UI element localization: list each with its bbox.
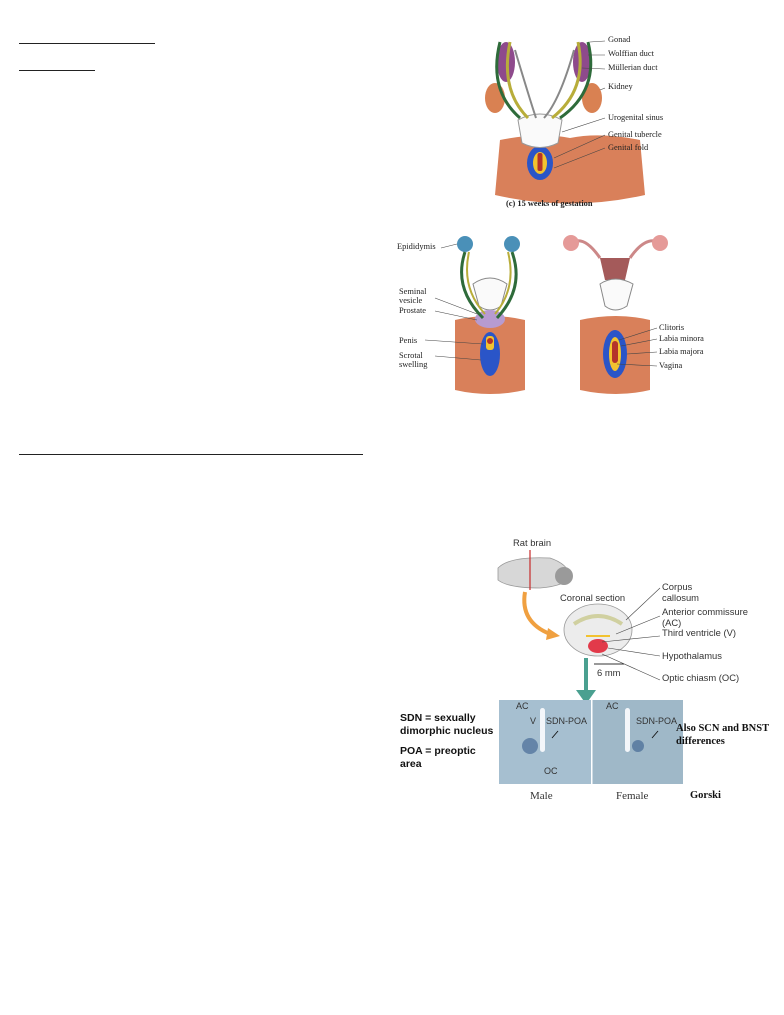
figure-adult-anatomy: Epididymis Seminal vesicle Prostate Peni… (395, 228, 704, 398)
note-scn-bnst: Also SCN and BNST differences (676, 723, 769, 748)
label-genital-fold: Genital fold (608, 143, 649, 152)
label-coronal-section: Coronal section (560, 592, 626, 603)
label-female: Female (616, 790, 649, 802)
label-mullerian-duct: Müllerian duct (608, 63, 658, 72)
label-seminal-vesicle: Seminal vesicle (399, 287, 427, 305)
male-ac-label: AC (516, 701, 529, 711)
female-sdn-poa-label: SDN-POA (636, 716, 678, 726)
credit-gorski: Gorski (690, 790, 721, 801)
male-v-label: V (530, 716, 537, 726)
label-kidney: Kidney (608, 82, 633, 91)
label-anterior-commissure: Anterior commissure (AC) (662, 606, 748, 628)
label-corpus-callosum: Corpus callosum (662, 581, 699, 603)
label-clitoris: Clitoris (659, 323, 685, 332)
definition-sdn: SDN = sexually dimorphic nucleus (400, 712, 494, 738)
reproductive-tract-15wk-illustration (485, 40, 645, 204)
heading-rule-1 (19, 43, 155, 44)
label-labia-majora: Labia majora (659, 347, 704, 356)
label-wolffian-duct: Wolffian duct (608, 49, 654, 58)
caption-15-weeks: (c) 15 weeks of gestation (506, 199, 593, 208)
label-rat-brain: Rat brain (513, 537, 552, 548)
label-optic-chiasm: Optic chiasm (OC) (662, 672, 740, 683)
label-urogenital-sinus: Urogenital sinus (608, 113, 664, 122)
male-sdn-poa-label: SDN-POA (546, 716, 588, 726)
label-scrotal-swelling: Scrotal swelling (399, 351, 428, 369)
heading-rule-3 (19, 454, 363, 455)
heading-rule-2 (19, 70, 95, 71)
rat-brain-illustration (497, 550, 683, 784)
label-labia-minora: Labia minora (659, 334, 704, 343)
label-third-ventricle: Third ventricle (V) (662, 627, 736, 638)
label-hypothalamus: Hypothalamus (662, 650, 722, 661)
label-penis: Penis (399, 336, 418, 345)
label-male: Male (530, 790, 553, 802)
definition-poa: POA = preoptic area (400, 745, 476, 771)
male-oc-label: OC (544, 766, 558, 776)
label-scale-6mm: 6 mm (597, 667, 621, 678)
label-prostate: Prostate (399, 306, 426, 315)
label-vagina: Vagina (659, 361, 683, 370)
female-ac-label: AC (606, 701, 619, 711)
label-epididymis: Epididymis (397, 242, 436, 251)
figure-15-weeks: Gonad Wolffian duct Müllerian duct Kidne… (470, 20, 670, 215)
adult-anatomy-illustration (424, 235, 668, 394)
figure-rat-brain: Rat brain Coronal section Corpus callosu… (390, 536, 784, 806)
label-genital-tubercle: Genital tubercle (608, 130, 662, 139)
label-gonad: Gonad (608, 35, 631, 44)
